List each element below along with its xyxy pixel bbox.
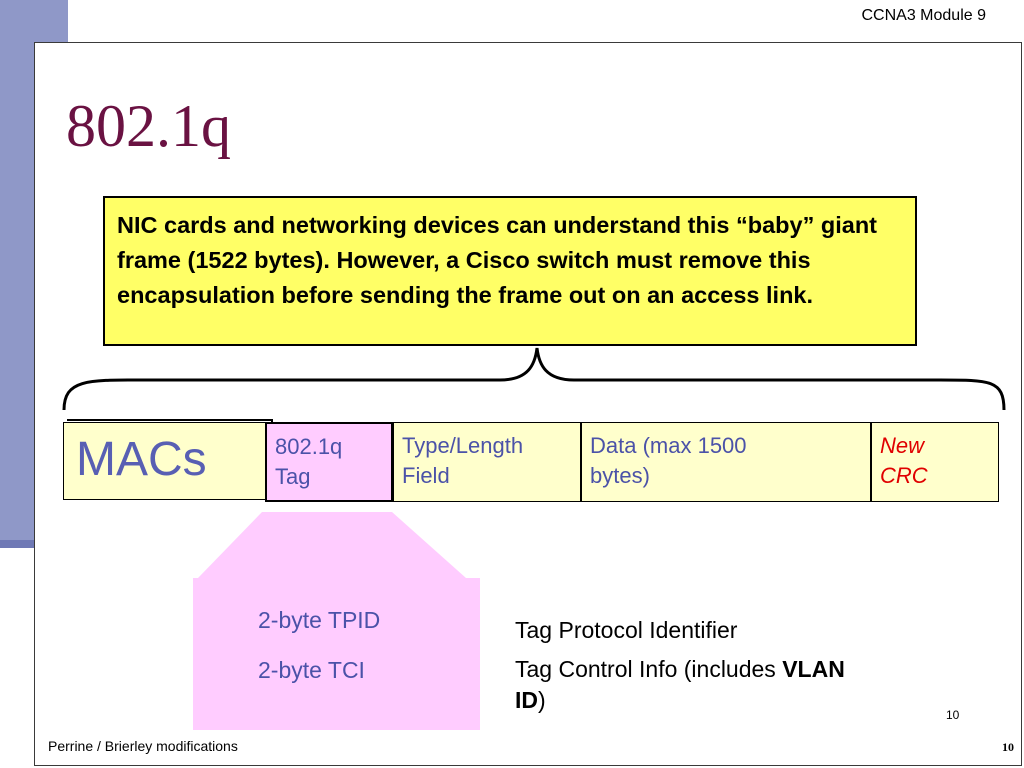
data-cell: Data (max 1500 bytes) [581, 422, 871, 502]
tag-label-line2: Tag [275, 464, 311, 489]
header-course-title: CCNA3 Module 9 [861, 7, 987, 24]
tag-cell: 802.1q Tag [265, 422, 393, 502]
type-label-line1: Type/Length [402, 433, 524, 458]
crc-label-line1: New [880, 433, 925, 458]
callout-box: NIC cards and networking devices can und… [103, 196, 917, 346]
desc-tci-prefix: Tag Control Info (includes [515, 656, 783, 682]
description-list: Tag Protocol Identifier Tag Control Info… [515, 615, 875, 724]
tag-part-tpid: 2-byte TPID [258, 607, 381, 633]
data-label-line2: bytes) [590, 463, 650, 488]
type-label-line2: Field [402, 463, 450, 488]
desc-tci-suffix: ) [538, 687, 546, 713]
type-length-cell: Type/Length Field [393, 422, 581, 502]
macs-label: MACs [76, 433, 207, 486]
tag-part-tci: 2-byte TCI [258, 657, 365, 683]
desc-tpid: Tag Protocol Identifier [515, 617, 738, 643]
slide-title: 802.1q [66, 93, 231, 159]
desc-tci: Tag Control Info (includes VLAN ID) [515, 654, 875, 716]
inner-page-number: 10 [946, 708, 960, 722]
tag-parts-list: 2-byte TPID 2-byte TCI [258, 604, 380, 704]
crc-cell: New CRC [871, 422, 999, 502]
macs-cell: MACs [63, 422, 269, 500]
tag-label-line1: 802.1q [275, 434, 343, 459]
desc-tci-vlan: VLAN ID [515, 656, 845, 713]
data-label-line1: Data (max 1500 [590, 433, 747, 458]
footer-page-number: 10 [1002, 740, 1014, 754]
footer-credit: Perrine / Brierley modifications [48, 738, 238, 754]
crc-label-line2: CRC [880, 463, 928, 488]
